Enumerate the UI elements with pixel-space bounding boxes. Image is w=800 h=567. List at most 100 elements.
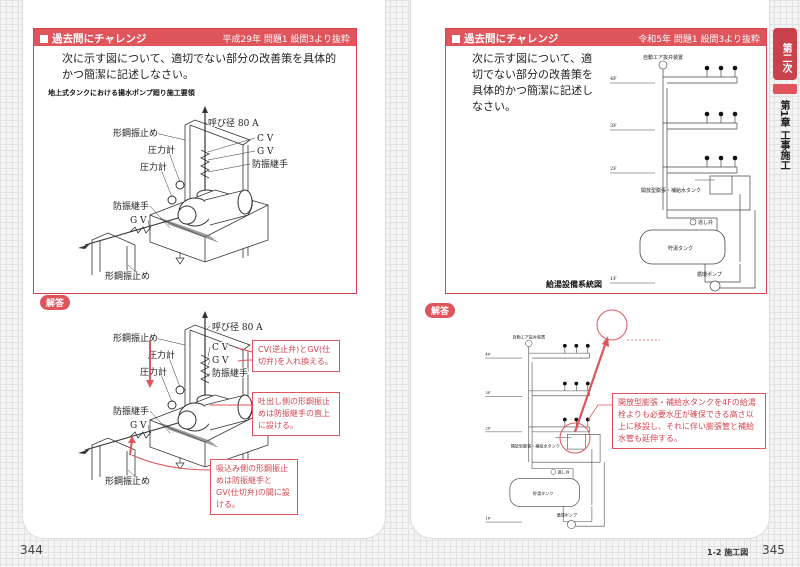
figure-caption: 給湯設備系統図 bbox=[546, 280, 602, 289]
pump-label: 呼び径 80 A bbox=[212, 321, 263, 333]
original-tank-circle bbox=[559, 422, 591, 454]
drawing-stroke bbox=[167, 195, 177, 205]
page-number: 345 bbox=[762, 543, 785, 557]
drawing-stroke bbox=[237, 189, 253, 215]
drawing-stroke bbox=[159, 166, 173, 198]
storage-tank-icon bbox=[509, 478, 580, 507]
relief-valve-icon bbox=[550, 469, 557, 475]
drawing-stroke bbox=[207, 137, 256, 153]
pump-label: G V bbox=[212, 356, 229, 366]
page-number: 344 bbox=[20, 543, 43, 557]
drawing-stroke bbox=[175, 252, 185, 265]
pump-label: 循環ポンプ bbox=[697, 271, 722, 278]
drawing-stroke bbox=[531, 434, 601, 505]
challenge-header: 過去問にチャレンジ 令和5年 問題1 設問3より抜粋 bbox=[446, 29, 766, 46]
drawing-stroke bbox=[175, 385, 185, 395]
drawing-stroke bbox=[184, 324, 251, 351]
faucet-icon bbox=[732, 111, 738, 117]
faucet-icon bbox=[718, 111, 724, 117]
drawing-stroke bbox=[91, 232, 136, 278]
pump-label: 呼び径 80 A bbox=[208, 117, 259, 129]
red-arrow-head bbox=[146, 380, 154, 388]
floor-label: 3F bbox=[485, 390, 491, 395]
answer-callout: CV(逆止弁)とGV(仕切弁)を入れ換える。 bbox=[252, 340, 340, 372]
floor-label: 2F bbox=[485, 425, 491, 430]
drawing-stroke bbox=[207, 372, 211, 378]
drawing-stroke bbox=[165, 427, 217, 446]
faucet-icon bbox=[732, 155, 738, 161]
drawing-stroke bbox=[163, 425, 215, 445]
drawing-stroke bbox=[167, 428, 219, 448]
drawing-stroke bbox=[129, 431, 152, 439]
red-arrow-head bbox=[128, 436, 136, 443]
pump-icon bbox=[567, 520, 576, 529]
relocated-tank-circle bbox=[596, 309, 628, 341]
faucet-icon bbox=[562, 417, 567, 422]
challenge-title: 過去問にチャレンジ bbox=[464, 33, 559, 45]
drawing-stroke bbox=[161, 219, 213, 238]
drawing-stroke bbox=[129, 226, 152, 234]
storage-tank-label: 貯湯タンク bbox=[668, 245, 693, 252]
faucet-icon bbox=[574, 381, 579, 386]
faucet-icon bbox=[574, 343, 579, 348]
pump-label: 形鋼振止め bbox=[105, 475, 150, 487]
pump-label: 圧力計 bbox=[148, 144, 175, 156]
question-text: 次に示す図について、適切でない部分の改善策を具体的かつ簡潔に記述しなさい。 bbox=[472, 52, 593, 113]
pump-label: C V bbox=[257, 134, 274, 144]
floor-label: 4F bbox=[610, 76, 617, 82]
drawing-stroke bbox=[204, 121, 208, 125]
pump-label: 形鋼振止め bbox=[113, 332, 158, 344]
relief-valve-icon bbox=[689, 218, 697, 226]
callout-leader bbox=[587, 404, 612, 421]
drawing-stroke bbox=[84, 422, 179, 451]
faucet-icon bbox=[718, 155, 724, 161]
air-vent-label: 自動エア抜弁装置 bbox=[643, 54, 683, 61]
pump-label: 防振継手 bbox=[113, 200, 149, 212]
expansion-tank-label: 開放型膨張・補給水タンク bbox=[641, 187, 701, 194]
answer-callout: 開放型膨張・補給水タンクを4Fの給湯栓よりも必要水圧が確保できる高さ以上に移設し… bbox=[612, 393, 766, 449]
faucet-icon bbox=[718, 65, 724, 71]
drawing-stroke bbox=[167, 354, 181, 388]
pump-label: 防振継手 bbox=[113, 405, 149, 417]
side-tab-part[interactable]: 第二次 bbox=[773, 28, 797, 80]
drawing-stroke bbox=[177, 410, 197, 430]
expansion-tank-icon bbox=[567, 434, 586, 450]
faucet-icon bbox=[704, 111, 710, 117]
air-vent-label: 自動エア抜弁装置 bbox=[512, 333, 545, 339]
drawing-stroke bbox=[175, 457, 185, 470]
expansion-tank-icon bbox=[709, 175, 733, 195]
drawing-stroke bbox=[127, 469, 141, 482]
drawing-stroke bbox=[207, 163, 251, 173]
floor-label: 3F bbox=[610, 123, 617, 129]
drawing-stroke bbox=[84, 217, 179, 246]
drawing-stroke bbox=[78, 449, 90, 454]
drawing-stroke bbox=[666, 175, 751, 262]
drawing-stroke bbox=[159, 371, 173, 403]
pump-label: 循環ポンプ bbox=[557, 511, 578, 517]
drawing-stroke bbox=[204, 204, 269, 238]
hot-water-system-diagram-answer: 自動エア抜弁装置4F3F2F1F開放型膨張・補給水タンク貯湯タンク逃し弁循環ポン… bbox=[485, 333, 605, 529]
drawing-stroke bbox=[206, 325, 211, 330]
hot-water-system-diagram: 自動エア抜弁装置4F3F2F1F開放型膨張・補給水タンク貯湯タンク逃し弁循環ポン… bbox=[610, 54, 756, 292]
faucet-icon bbox=[562, 343, 567, 348]
drawing-stroke bbox=[207, 150, 256, 161]
challenge-title: 過去問にチャレンジ bbox=[52, 33, 147, 45]
checkbox-icon bbox=[452, 35, 460, 43]
drawing-stroke bbox=[163, 220, 215, 240]
faucet-icon bbox=[704, 155, 710, 161]
faucet-icon bbox=[574, 417, 579, 422]
pump-label: G V bbox=[130, 216, 147, 226]
faucet-icon bbox=[562, 381, 567, 386]
pump-icon bbox=[709, 280, 721, 292]
relief-valve-label: 逃し弁 bbox=[698, 219, 713, 226]
drawing-stroke bbox=[78, 244, 90, 249]
drawing-stroke bbox=[202, 106, 208, 113]
checkbox-icon bbox=[40, 35, 48, 43]
red-arrow-head bbox=[602, 336, 609, 347]
storage-tank-label: 貯湯タンク bbox=[533, 490, 553, 496]
storage-tank-icon bbox=[639, 229, 726, 265]
challenge-source: 平成29年 問題1 設問3より抜粋 bbox=[222, 35, 350, 45]
